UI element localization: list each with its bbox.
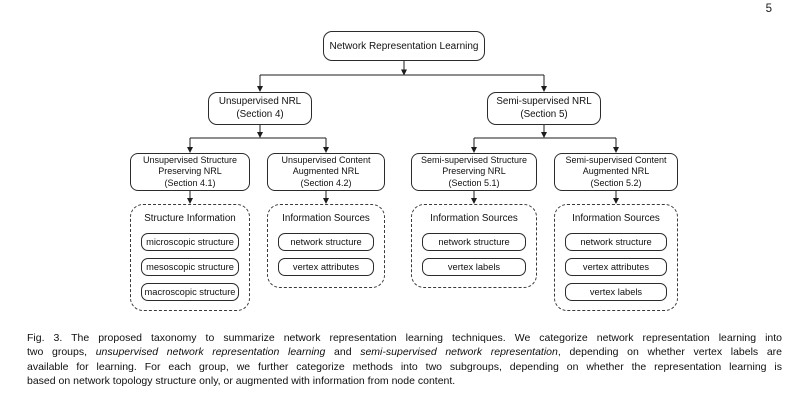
list-item: network structure <box>422 233 526 251</box>
list-item: macroscopic structure <box>141 283 239 301</box>
caption-line: based on network topology structure only… <box>27 374 782 388</box>
node-section: (Section 5.2) <box>590 177 642 188</box>
group-information-sources-semi-structure: Information Sources network structure ve… <box>411 204 537 288</box>
semisupervised-to-leaves-connector <box>471 125 619 153</box>
caption-text: , depending on whether vertex labels are <box>557 346 783 359</box>
list-item: mesoscopic structure <box>141 258 239 276</box>
group-title: Structure Information <box>144 213 236 224</box>
node-section: (Section 4.2) <box>300 177 352 188</box>
list-item: vertex labels <box>422 258 526 276</box>
node-semi-supervised-structure-preserving: Semi-supervised Structure Preserving NRL… <box>411 153 537 191</box>
node-label: Unsupervised NRL <box>218 96 302 107</box>
caption-text: and <box>325 346 361 359</box>
group-title: Information Sources <box>282 213 370 224</box>
node-unsupervised-structure-preserving: Unsupervised Structure Preserving NRL (S… <box>130 153 250 191</box>
caption-line: Fig. 3. The proposed taxonomy to summari… <box>27 331 782 345</box>
node-unsupervised-content-augmented: Unsupervised Content Augmented NRL (Sect… <box>267 153 385 191</box>
node-network-representation-learning: Network Representation Learning <box>323 31 485 61</box>
node-label: Unsupervised Structure Preserving NRL <box>142 154 238 177</box>
unsupervised-to-leaves-connector <box>187 125 329 153</box>
group-structure-information: Structure Information microscopic struct… <box>130 204 250 311</box>
node-label: Semi-supervised Structure Preserving NRL <box>420 154 528 177</box>
list-item: microscopic structure <box>141 233 239 251</box>
caption-line: two groups, unsupervised network represe… <box>27 345 782 359</box>
list-item: vertex attributes <box>278 258 374 276</box>
list-item: network structure <box>565 233 667 251</box>
group-information-sources-semi-content: Information Sources network structure ve… <box>554 204 678 311</box>
page-number: 5 <box>765 3 772 15</box>
caption-text: based on network topology structure only… <box>27 374 456 387</box>
group-title: Information Sources <box>430 213 518 224</box>
list-item: network structure <box>278 233 374 251</box>
node-section: (Section 4) <box>236 108 284 120</box>
caption-text: available for learning. For each group, … <box>27 360 782 373</box>
node-label: Unsupervised Content Augmented NRL <box>281 154 371 177</box>
caption-text-italic: semi-supervised network representation <box>360 346 558 359</box>
caption-text: Fig. 3. The proposed taxonomy to summari… <box>27 332 782 344</box>
figure-taxonomy-diagram: Network Representation Learning Unsuperv… <box>130 31 678 311</box>
group-title: Information Sources <box>572 213 660 224</box>
figure-caption: Fig. 3. The proposed taxonomy to summari… <box>27 331 782 388</box>
node-semi-supervised-nrl: Semi-supervised NRL (Section 5) <box>487 92 601 125</box>
caption-text-italic: unsupervised network representation lear… <box>95 346 326 359</box>
group-information-sources-unsup-content: Information Sources network structure ve… <box>267 204 385 288</box>
node-label: Semi-supervised Content Augmented NRL <box>565 154 667 177</box>
caption-line: available for learning. For each group, … <box>27 360 782 374</box>
node-section: (Section 4.1) <box>164 177 216 188</box>
node-label: Semi-supervised NRL <box>496 96 592 107</box>
node-label: Network Representation Learning <box>329 40 479 52</box>
caption-text: two groups, <box>27 346 96 359</box>
node-unsupervised-nrl: Unsupervised NRL (Section 4) <box>208 92 312 125</box>
node-section: (Section 5) <box>520 108 568 120</box>
list-item: vertex labels <box>565 283 667 301</box>
node-section: (Section 5.1) <box>448 177 500 188</box>
leaf-to-group-connectors <box>187 191 619 204</box>
node-semi-supervised-content-augmented: Semi-supervised Content Augmented NRL (S… <box>554 153 678 191</box>
root-to-branches-connector <box>257 61 547 92</box>
connector-lines <box>187 61 619 204</box>
list-item: vertex attributes <box>565 258 667 276</box>
